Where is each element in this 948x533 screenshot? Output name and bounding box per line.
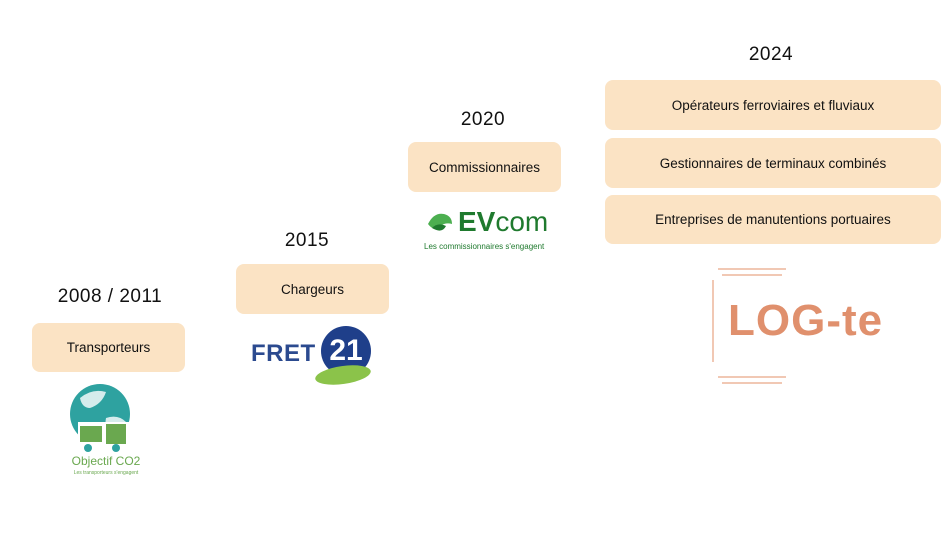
- actor-chargeurs: Chargeurs: [236, 264, 389, 314]
- actor-entreprises: Entreprises de manutentions portuaires: [605, 195, 941, 244]
- evcom-name: EVcom: [458, 206, 548, 238]
- logte-side-bar: [712, 280, 714, 362]
- evcom-name-bold: EV: [458, 206, 496, 237]
- year-2015: 2015: [284, 230, 330, 251]
- year-2020: 2020: [460, 109, 506, 130]
- actor-operateurs: Opérateurs ferroviaires et fluviaux: [605, 80, 941, 130]
- evcom-logo: EVcom Les commissionnaires s'engagent: [424, 206, 564, 254]
- fret21-name: FRET: [251, 340, 316, 367]
- logte-line-bottom2: [722, 382, 782, 384]
- leaf-icon: [314, 362, 372, 388]
- evcom-tagline: Les commissionnaires s'engagent: [424, 242, 545, 251]
- actor-gestionnaires: Gestionnaires de terminaux combinés: [605, 138, 941, 188]
- fret21-logo: FRET 21: [251, 326, 376, 388]
- handshake-icon: [428, 213, 452, 231]
- actor-commissionnaires: Commissionnaires: [408, 142, 561, 192]
- evcom-name-rest: com: [495, 206, 549, 237]
- objectif-co2-tagline: Les transporteurs s'engagent: [73, 470, 139, 476]
- logte-line-top: [718, 268, 786, 270]
- logte-logo: LOG-te: [700, 262, 900, 388]
- actor-transporteurs: Transporteurs: [32, 323, 185, 372]
- logte-name: LOG-te: [728, 296, 884, 345]
- objectif-co2-logo: Objectif CO2 Les transporteurs s'engagen…: [66, 378, 146, 478]
- objectif-co2-name: Objectif CO2: [71, 454, 141, 468]
- year-2008-2011: 2008 / 2011: [57, 286, 163, 307]
- logte-line-bottom: [718, 376, 786, 378]
- year-2024: 2024: [748, 44, 794, 65]
- logte-line-mid: [722, 274, 782, 276]
- globe-truck-icon: [70, 384, 130, 452]
